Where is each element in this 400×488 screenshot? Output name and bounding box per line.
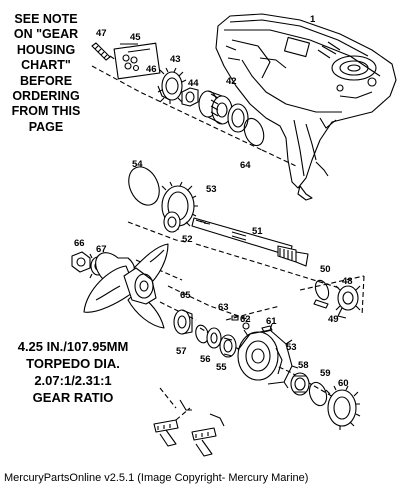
callout-56: 56 — [200, 354, 211, 365]
torpedo-spec-note: 4.25 IN./107.95MM TORPEDO DIA. 2.07:1/2.… — [8, 338, 138, 406]
callout-57: 57 — [176, 346, 187, 357]
callout-63: 63 — [218, 302, 229, 313]
ring-part-59 — [308, 381, 328, 407]
callout-49: 49 — [328, 314, 339, 325]
callout-44: 44 — [188, 78, 199, 89]
clip-part-61 — [261, 325, 273, 333]
pin-part-49 — [313, 299, 329, 309]
note-line: HOUSING — [16, 42, 76, 57]
callout-45: 45 — [130, 32, 141, 43]
callout-labels: 1 45 46 47 43 44 42 64 54 53 52 51 50 48… — [74, 14, 353, 389]
note-line: ORDERING — [12, 89, 80, 104]
callout-64: 64 — [240, 160, 251, 171]
copyright-footer: MercuryPartsOnline v2.5.1 (Image Copyrig… — [4, 472, 309, 484]
callout-54: 54 — [132, 159, 143, 170]
assembly-guide-lines — [91, 55, 365, 421]
callout-55: 55 — [216, 362, 227, 373]
callout-59: 59 — [320, 368, 331, 379]
pin-part-63 — [231, 315, 239, 321]
callout-48: 48 — [342, 276, 353, 287]
callout-1: 1 — [310, 14, 316, 25]
callout-43: 43 — [170, 54, 181, 65]
pin-part-47 — [91, 42, 111, 61]
note-line: PAGE — [28, 119, 64, 134]
nut-part-44 — [181, 87, 199, 107]
note-line: CHART" — [21, 58, 71, 73]
spec-line: 4.25 IN./107.95MM — [17, 339, 129, 354]
callout-60: 60 — [338, 378, 349, 389]
callout-53-lower: 53 — [286, 342, 297, 353]
thrust-hub-part-65 — [173, 309, 193, 335]
seal-part-56 — [206, 327, 222, 349]
propeller — [83, 243, 169, 329]
callout-52: 52 — [182, 234, 193, 245]
gear-housing-note: SEE NOTE ON "GEAR HOUSING CHART" BEFORE … — [4, 12, 88, 135]
note-line: SEE NOTE — [14, 12, 78, 26]
ring-part-64 — [243, 117, 265, 147]
reverse-gear-part-60 — [325, 385, 361, 430]
callout-47: 47 — [96, 28, 107, 39]
spec-line: 2.07:1/2.31:1 — [34, 373, 112, 388]
callout-62: 62 — [240, 314, 251, 325]
bearing-part-55 — [219, 334, 237, 358]
callout-53: 53 — [206, 184, 217, 195]
screw-part-62 — [242, 322, 250, 330]
spec-line: TORPEDO DIA. — [26, 356, 120, 371]
clutch-linkage-parts — [153, 399, 225, 457]
ring-part-50 — [314, 279, 330, 301]
callout-46: 46 — [146, 64, 157, 75]
spec-line: GEAR RATIO — [32, 390, 114, 405]
callout-58: 58 — [298, 360, 309, 371]
callout-50: 50 — [320, 264, 331, 275]
callout-65: 65 — [180, 290, 191, 301]
propeller-shaft-part-51 — [191, 217, 309, 267]
shim-card-part-45-46 — [113, 42, 161, 80]
clutch-part-52 — [163, 211, 181, 233]
callout-67: 67 — [96, 244, 107, 255]
callout-66: 66 — [74, 238, 85, 249]
note-line: BEFORE — [19, 73, 73, 88]
cylinder-part-48 — [335, 285, 361, 319]
callout-51: 51 — [252, 226, 263, 237]
nut-part-66 — [71, 251, 91, 273]
ring-part-54 — [128, 166, 160, 206]
note-line: ON "GEAR — [13, 27, 79, 42]
gear-housing-part — [215, 13, 397, 201]
bearing-part-42 — [198, 90, 249, 133]
bearing-part-58 — [290, 372, 310, 396]
callout-61: 61 — [266, 316, 277, 327]
bearing-carrier-part-53 — [237, 323, 299, 389]
callout-42: 42 — [226, 76, 237, 87]
note-line: FROM THIS — [11, 104, 81, 119]
